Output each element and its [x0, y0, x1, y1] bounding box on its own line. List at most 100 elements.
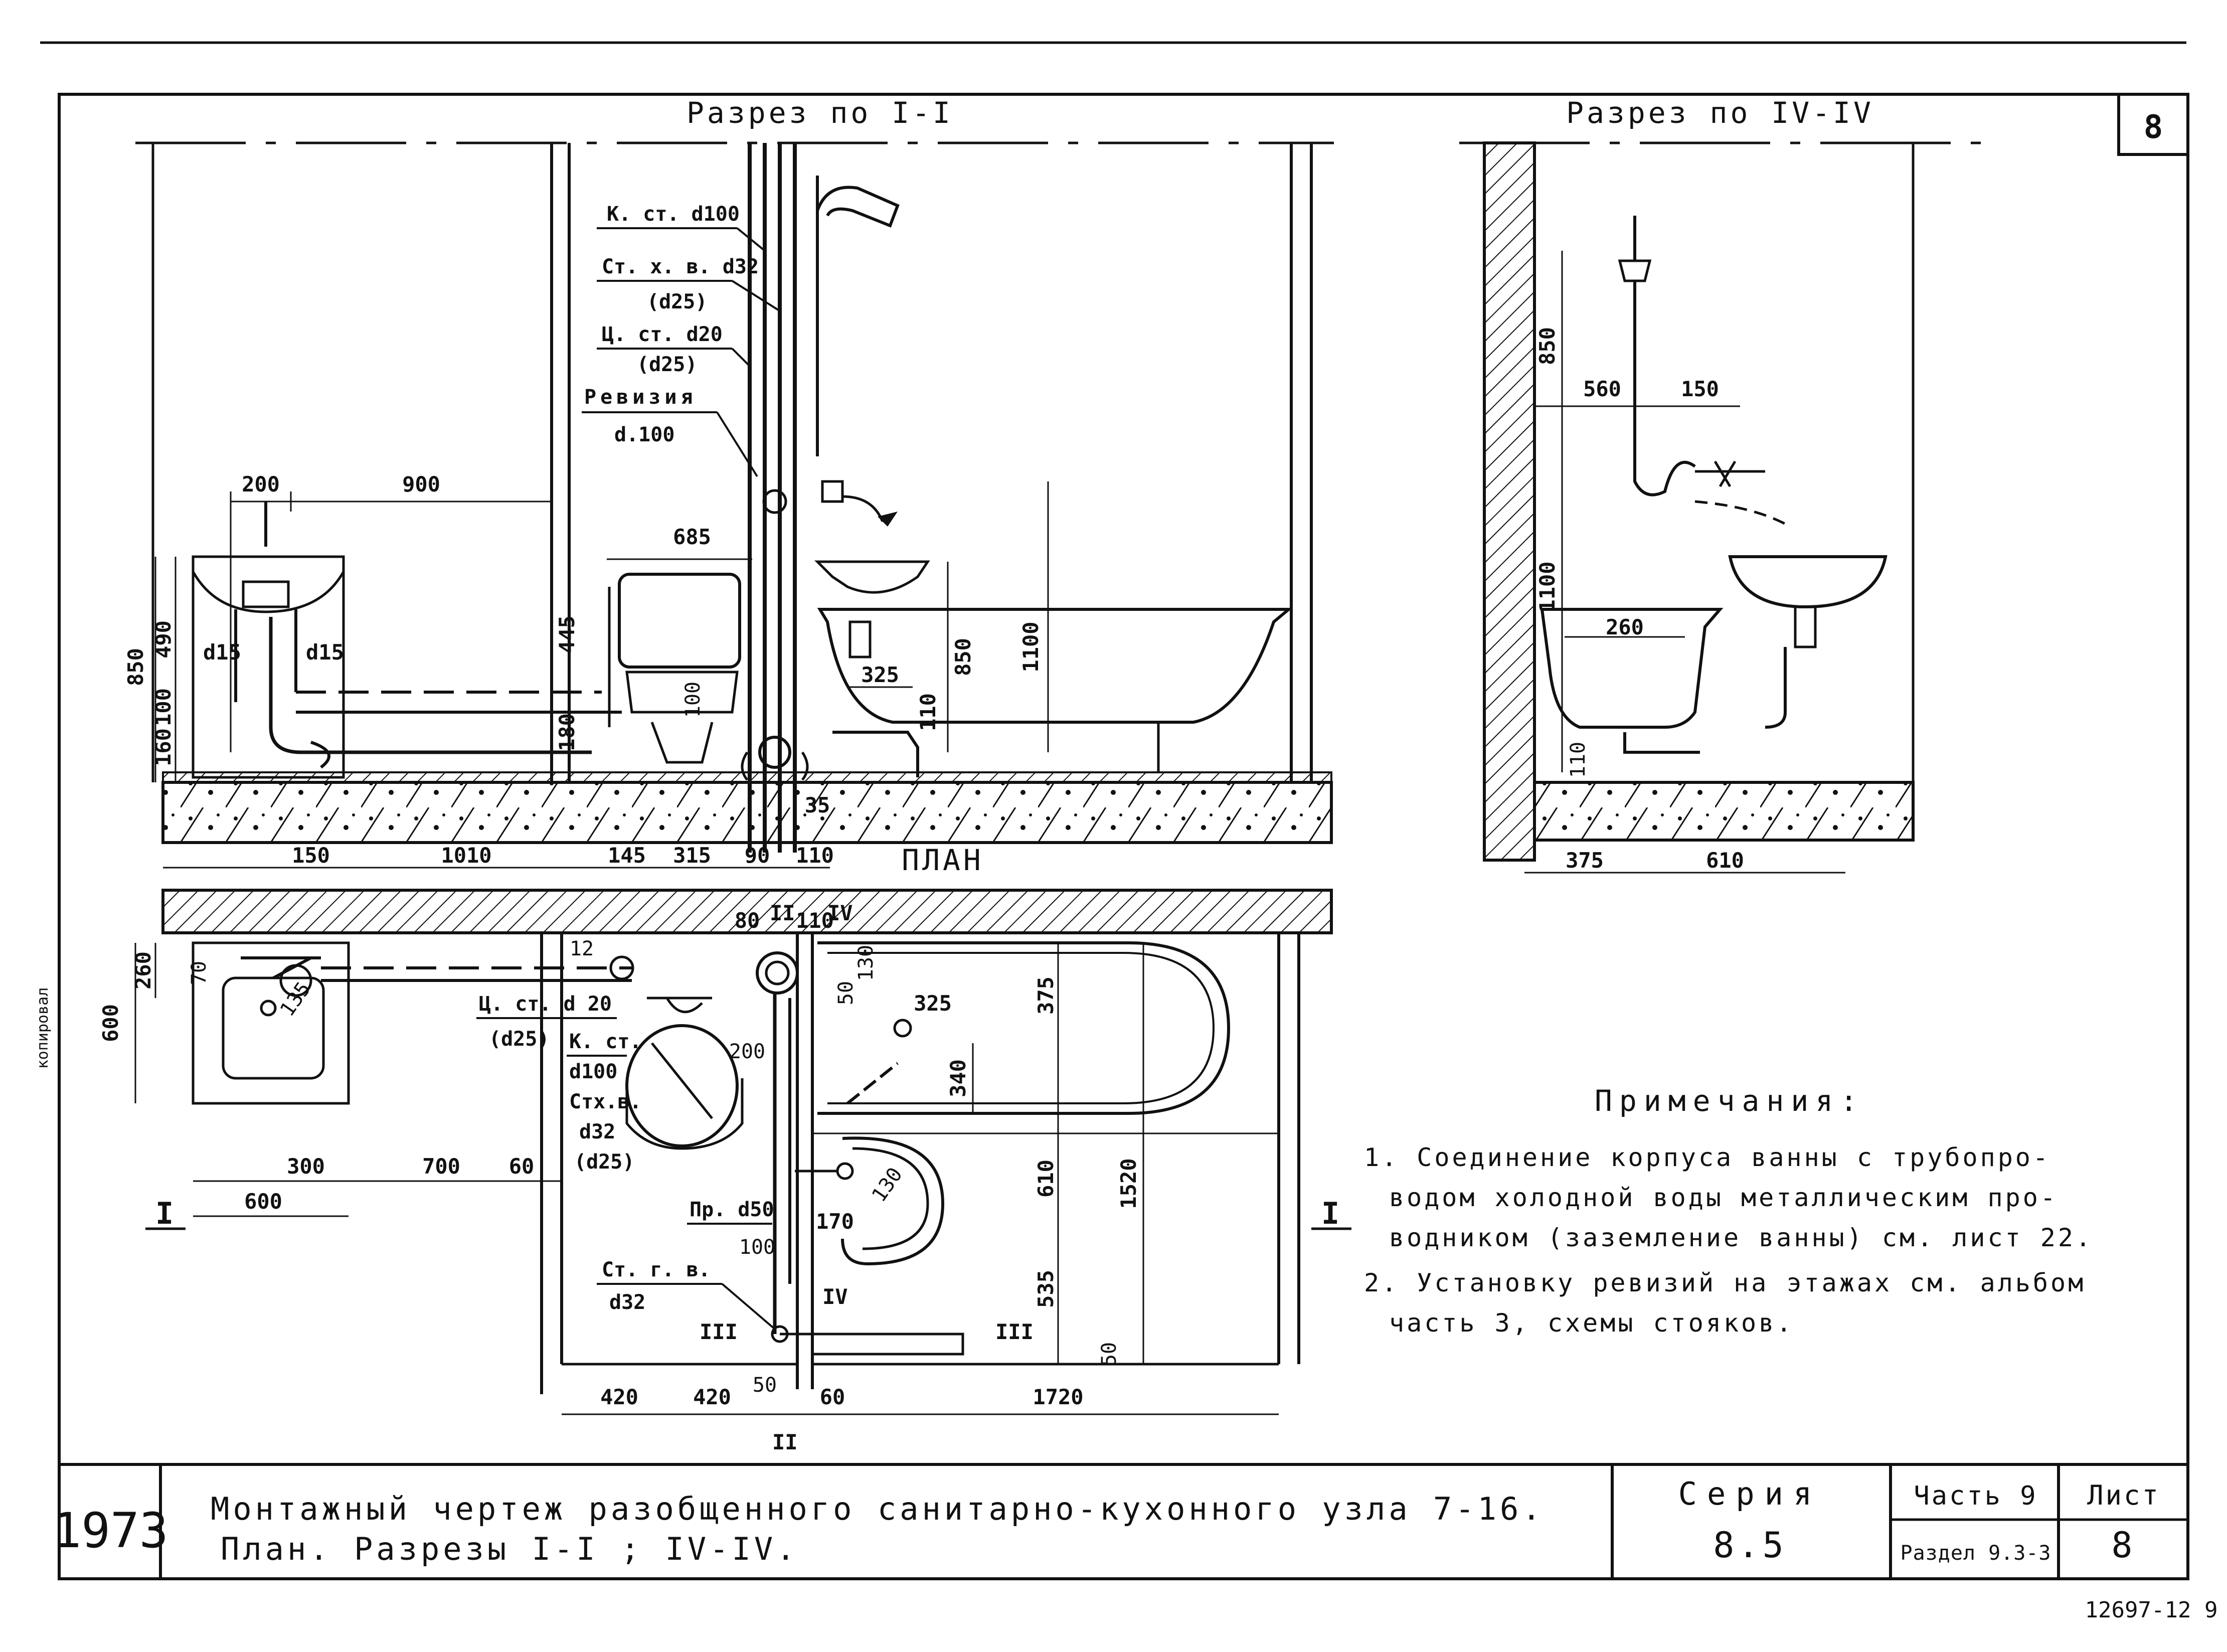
plan-dimensions: 260 600 70 135 300 700 60 600 12 80 110 …	[98, 908, 1279, 1415]
svg-text:150: 150	[1681, 377, 1719, 401]
series-value: 8.5	[1713, 1525, 1787, 1566]
label-circ-alt: (d25)	[637, 353, 697, 376]
svg-text:560: 560	[1583, 377, 1621, 401]
svg-text:420: 420	[693, 1385, 731, 1409]
svg-text:90: 90	[745, 843, 770, 868]
series-label: Серия	[1678, 1475, 1822, 1512]
svg-text:70: 70	[188, 961, 211, 985]
svg-text:1520: 1520	[1116, 1158, 1141, 1209]
svg-text:1010: 1010	[441, 843, 491, 868]
svg-text:445: 445	[555, 615, 579, 653]
label-revision-d: d.100	[614, 423, 674, 446]
label-cold-riser: Ст. х. в. d32	[602, 255, 759, 278]
margin-note: копировал	[34, 987, 52, 1069]
svg-text:325: 325	[861, 663, 899, 687]
svg-text:535: 535	[1034, 1270, 1058, 1308]
svg-text:685: 685	[673, 525, 711, 549]
plan-riser-sewer	[756, 951, 799, 995]
section-marks: I I II II III III IV IV	[145, 901, 1351, 1454]
svg-text:d15: d15	[306, 640, 344, 665]
floor-finish-1	[162, 771, 1332, 783]
svg-text:50: 50	[834, 981, 858, 1005]
floor-slab-1	[161, 781, 1333, 844]
svg-text:50: 50	[1098, 1342, 1121, 1366]
svg-text:К. ст.: К. ст.	[569, 1030, 642, 1053]
svg-text:200: 200	[242, 472, 280, 497]
svg-text:325: 325	[914, 991, 952, 1016]
label-circ-riser: Ц. ст. d20	[602, 323, 723, 346]
svg-text:110: 110	[916, 693, 940, 731]
corner-sheet-number: 8	[2144, 109, 2163, 146]
plan-kitchen-sink	[192, 941, 350, 1105]
svg-text:d15: d15	[203, 640, 241, 665]
svg-text:(d25): (d25)	[489, 1028, 549, 1051]
plan-toilet	[609, 955, 744, 1150]
plan-labels: Ц. ст. d 20 (d25) К. ст. d100 Стх.в. d32…	[476, 993, 776, 1330]
shower-head-icon	[816, 186, 900, 228]
section-label: Раздел 9.3-3	[1901, 1542, 2051, 1565]
section-mark-III-left: III	[700, 1319, 738, 1344]
note-line-5: часть 3, схемы стояков.	[1389, 1308, 1794, 1338]
section-mark-I-left: I	[155, 1196, 174, 1231]
svg-text:1100: 1100	[1018, 621, 1043, 672]
svg-text:100: 100	[739, 1236, 775, 1259]
svg-text:(d25): (d25)	[574, 1150, 634, 1174]
svg-text:1100: 1100	[1535, 561, 1560, 612]
svg-text:850: 850	[1535, 327, 1560, 365]
label-revision: Ревизия	[584, 386, 697, 409]
section-4-title: Разрез по IV-IV	[1566, 96, 1874, 130]
note-line-1: 1. Соединение корпуса ванны с трубопро-	[1364, 1143, 2050, 1172]
plan-title: ПЛАН	[902, 843, 984, 877]
section-mark-II-bottom: II	[772, 1430, 798, 1454]
svg-text:260: 260	[131, 951, 155, 989]
svg-text:80: 80	[735, 908, 760, 933]
title-line-2: План. Разрезы I-I ; IV-IV.	[221, 1531, 799, 1567]
svg-text:300: 300	[287, 1154, 325, 1179]
svg-text:Пр. d50: Пр. d50	[690, 1198, 774, 1221]
trap-2	[762, 489, 787, 514]
riser-labels: К. ст. d100 Ст. х. в. d32 (d25) Ц. ст. d…	[582, 203, 781, 477]
svg-text:Стх.в.: Стх.в.	[569, 1090, 642, 1113]
svg-text:Ст. г. в.: Ст. г. в.	[602, 1258, 711, 1281]
notes-heading: Примечания:	[1595, 1084, 1864, 1118]
note-line-3: водником (заземление ванны) см. лист 22.	[1389, 1223, 2093, 1252]
svg-text:50: 50	[753, 1374, 777, 1397]
svg-text:600: 600	[244, 1189, 282, 1214]
svg-text:340: 340	[946, 1059, 970, 1097]
svg-text:375: 375	[1034, 976, 1058, 1015]
svg-text:850: 850	[123, 648, 148, 686]
trap-1	[758, 736, 791, 769]
section-4-wall	[1483, 141, 1536, 862]
svg-text:35: 35	[805, 793, 830, 817]
svg-text:110: 110	[796, 908, 834, 933]
section-1-dimensions: 200 900 685 850 490 100 160 d15 d15 445 …	[123, 472, 1049, 782]
svg-text:490: 490	[151, 620, 176, 658]
section-4-dimensions: 850 560 150 1100 260 110 375 610	[1524, 251, 1845, 874]
section-mark-III-right: III	[995, 1319, 1034, 1344]
note-line-4: 2. Установку ревизий на этажах см. альбо…	[1364, 1268, 2086, 1297]
notes: Примечания: 1. Соединение корпуса ванны …	[1364, 1084, 2093, 1338]
svg-text:610: 610	[1706, 848, 1744, 873]
note-line-2: водом холодной воды металлическим про-	[1389, 1183, 2058, 1212]
svg-text:260: 260	[1606, 615, 1644, 639]
svg-text:1720: 1720	[1033, 1385, 1083, 1409]
bathtub	[817, 608, 1293, 777]
section-4-fixtures	[1540, 216, 1888, 754]
svg-text:60: 60	[509, 1154, 535, 1179]
svg-text:420: 420	[600, 1385, 638, 1409]
svg-text:100: 100	[151, 688, 176, 726]
frame	[58, 93, 2189, 1580]
section-mark-II-top: II	[770, 901, 795, 925]
section-1-title: Разрез по I-I	[687, 96, 953, 130]
svg-text:375: 375	[1566, 848, 1604, 873]
svg-text:170: 170	[816, 1209, 854, 1234]
svg-text:200: 200	[729, 1040, 765, 1063]
corner-sheet-box	[2117, 93, 2189, 156]
washbasin	[814, 480, 930, 658]
sheet-label: Лист	[2087, 1479, 2160, 1511]
archive-number: 12697-12 9	[2085, 1597, 2218, 1623]
label-sewer-riser: К. ст. d100	[607, 203, 740, 226]
svg-text:600: 600	[98, 1004, 123, 1042]
svg-text:130: 130	[854, 945, 878, 981]
floor-slab-4	[1533, 781, 1915, 842]
